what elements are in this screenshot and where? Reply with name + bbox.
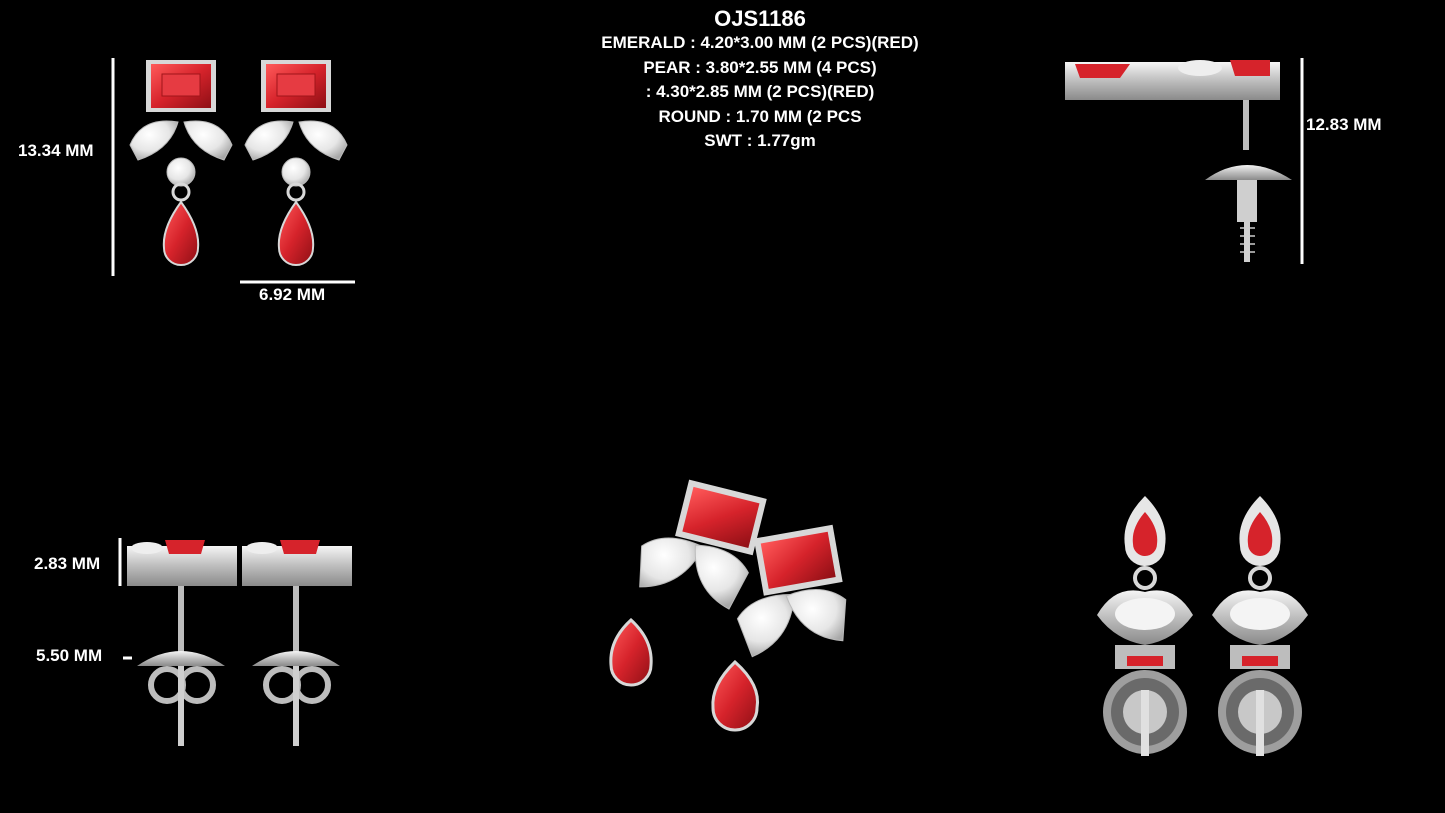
side-height-label: 12.83 MM xyxy=(1306,115,1382,134)
left-back xyxy=(1097,496,1193,756)
perspective-view-image xyxy=(609,479,847,732)
back-view-image xyxy=(1097,496,1308,756)
spec-emerald: EMERALD : 4.20*3.00 MM (2 PCS)(RED) xyxy=(601,33,919,52)
spec-weight: SWT : 1.77gm xyxy=(704,131,816,150)
spec-round: ROUND : 1.70 MM (2 PCS xyxy=(658,106,862,126)
right-earring xyxy=(244,60,348,266)
left-stud xyxy=(127,540,237,746)
front-width-label: 6.92 MM xyxy=(259,285,326,304)
spec-pear: PEAR : 3.80*2.55 MM (4 PCS) xyxy=(643,57,877,77)
spec-pear-red: : 4.30*2.85 MM (2 PCS)(RED) xyxy=(645,82,875,101)
right-stud xyxy=(242,540,352,746)
front-height-label: 13.34 MM xyxy=(18,141,94,160)
top-view-image xyxy=(118,538,352,746)
left-earring xyxy=(129,60,233,266)
product-code: OJS1186 xyxy=(714,6,806,31)
top-depth-label: 2.83 MM xyxy=(34,554,101,573)
spec-block: OJS1186 EMERALD : 4.20*3.00 MM (2 PCS)(R… xyxy=(560,6,960,154)
back-size-label: 5.50 MM xyxy=(36,646,103,665)
right-back xyxy=(1212,496,1308,756)
side-view-image xyxy=(1065,58,1304,264)
front-view-image xyxy=(111,58,355,284)
